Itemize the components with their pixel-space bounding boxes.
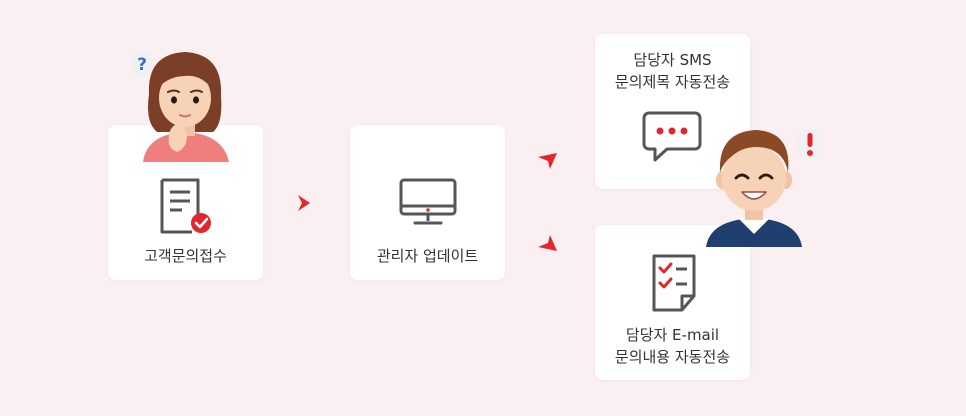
chat-bubble-icon bbox=[642, 111, 702, 162]
chevron-right-icon bbox=[298, 195, 310, 211]
step-card-admin-update: 관리자 업데이트 bbox=[350, 125, 505, 280]
step-label-sms-line2: 문의제목 자동전송 bbox=[614, 73, 731, 91]
step-label-email-line2: 문의내용 자동전송 bbox=[614, 348, 731, 366]
checklist-icon bbox=[652, 254, 696, 312]
exclamation-mark-icon bbox=[795, 129, 825, 159]
customer-avatar: ? bbox=[129, 51, 229, 162]
question-mark-icon: ? bbox=[129, 51, 155, 77]
arrow-up-right-icon bbox=[538, 153, 557, 169]
step-label-inquiry: 고객문의접수 bbox=[144, 247, 227, 265]
step-card-email: 담당자 E-mail 문의내용 자동전송 bbox=[595, 225, 750, 380]
monitor-icon bbox=[399, 178, 457, 225]
document-check-icon bbox=[160, 178, 211, 234]
staff-avatar bbox=[706, 129, 825, 247]
svg-text:?: ? bbox=[137, 55, 147, 75]
step-label-sms-line1: 담당자 SMS bbox=[633, 51, 712, 69]
step-label-email-line1: 담당자 E-mail bbox=[625, 326, 720, 344]
step-label-admin-update: 관리자 업데이트 bbox=[376, 247, 479, 265]
arrow-down-right-icon bbox=[538, 235, 557, 251]
